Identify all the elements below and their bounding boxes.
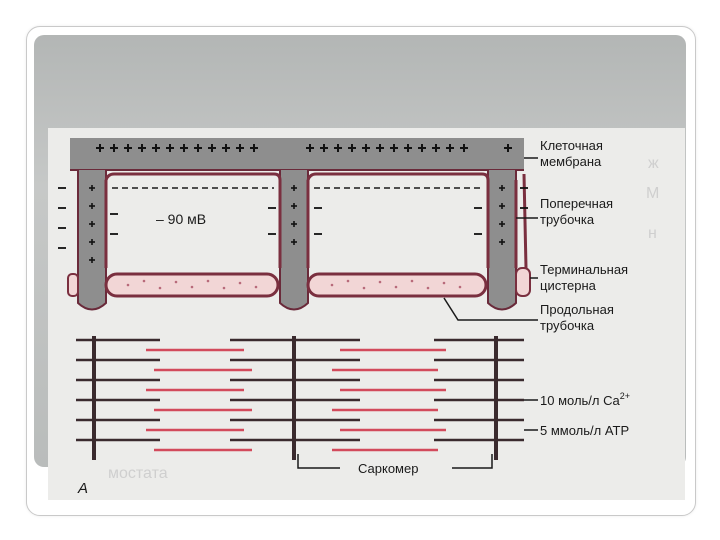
longitudinal-tubule-2: [308, 274, 486, 296]
muscle-fiber-figure: ж М н мостата: [48, 128, 685, 500]
terminal-cistern-right: [516, 268, 530, 296]
terminal-cistern-left: [68, 274, 78, 296]
muscle-fiber-diagram: ж М н мостата: [48, 128, 685, 500]
cell-membrane: [70, 138, 524, 170]
ghost-text: мостата: [108, 465, 168, 482]
longitudinal-tubule-1: [106, 274, 278, 296]
label-longitudinal-tubule-2: трубочка: [540, 318, 595, 333]
label-cell-membrane-2: мембрана: [540, 154, 602, 169]
label-calcium-concentration: 10 моль/л Ca2+: [540, 391, 630, 408]
label-sarcomere: Саркомер: [358, 461, 418, 476]
ghost-text: ж: [648, 155, 659, 172]
label-t-tubule-1: Поперечная: [540, 196, 613, 211]
resting-potential-label: – 90 мВ: [156, 211, 206, 227]
label-terminal-cistern-2: цистерна: [540, 278, 597, 293]
sarcomere-bracket-right: [452, 454, 492, 468]
label-cell-membrane-1: Клеточная: [540, 138, 603, 153]
label-longitudinal-tubule-1: Продольная: [540, 302, 614, 317]
label-t-tubule-2: трубочка: [540, 212, 595, 227]
ghost-text: М: [646, 185, 659, 202]
label-terminal-cistern-1: Терминальная: [540, 262, 628, 277]
panel-label: A: [77, 480, 88, 497]
myofilaments: [76, 340, 524, 450]
reticulum-top-1: [106, 174, 280, 180]
reticulum-top-2: [308, 174, 488, 180]
sarcomere-bracket-left: [298, 454, 340, 468]
label-atp-concentration: 5 ммоль/л ATP: [540, 423, 629, 438]
ghost-text: н: [648, 225, 657, 242]
